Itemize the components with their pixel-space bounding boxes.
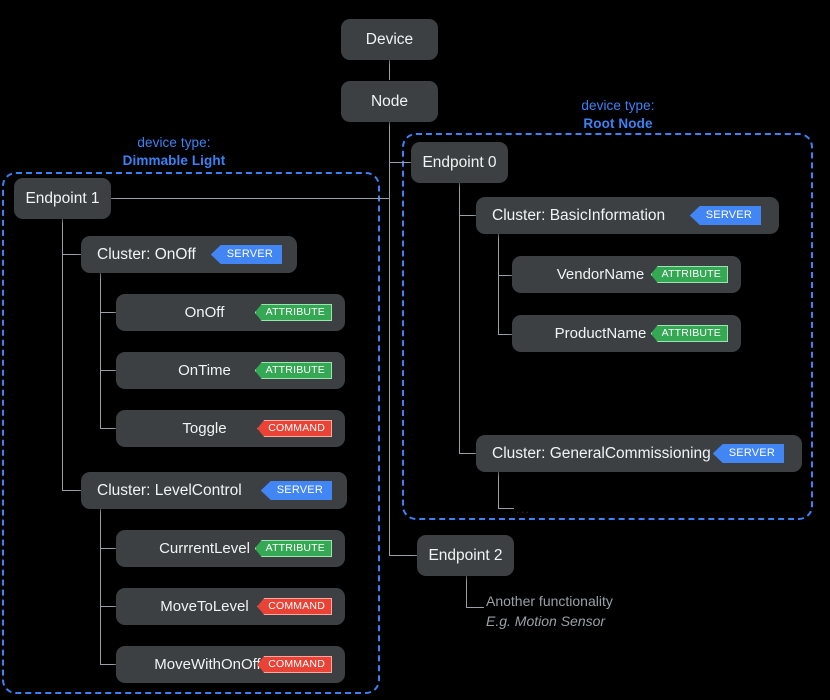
- attribute-label: OnOff: [184, 304, 225, 321]
- attribute-badge: ATTRIBUTE: [650, 266, 728, 283]
- node-box-device[interactable]: Device: [341, 19, 438, 60]
- badge-slot: ATTRIBUTE: [254, 540, 332, 557]
- cluster-box-levelcontrol[interactable]: Cluster: LevelControl SERVER: [81, 472, 347, 509]
- server-badge: SERVER: [689, 206, 761, 225]
- badge-slot: ATTRIBUTE: [650, 325, 728, 342]
- attribute-badge: ATTRIBUTE: [254, 540, 332, 557]
- endpoint-label: Endpoint 1: [25, 189, 100, 207]
- node-box-node[interactable]: Node: [341, 81, 438, 122]
- connector-node-trunk: [389, 121, 390, 555]
- attribute-box-vendorname[interactable]: VendorName ATTRIBUTE: [512, 256, 741, 293]
- connector-endpoint1-levelcontrol: [62, 490, 81, 491]
- attribute-badge: ATTRIBUTE: [650, 325, 728, 342]
- endpoint2-note-line1: Another functionality: [486, 593, 613, 609]
- attribute-label: OnTime: [178, 362, 231, 379]
- attribute-box-onoff[interactable]: OnOff ATTRIBUTE: [116, 294, 345, 331]
- connector-trunk-endpoint0: [389, 162, 412, 163]
- attribute-label: VendorName: [556, 266, 645, 283]
- badge-slot: ATTRIBUTE: [254, 362, 332, 379]
- badge-slot: ATTRIBUTE: [650, 266, 728, 283]
- device-type-caption-dimmable-light: device type: Dimmable Light: [96, 134, 252, 170]
- badge-slot: COMMAND: [257, 420, 332, 437]
- badge-slot: SERVER: [260, 481, 332, 500]
- device-type-name: Root Node: [583, 116, 653, 131]
- device-type-label: device type:: [137, 135, 211, 150]
- command-label: Toggle: [182, 420, 227, 437]
- connector-levelcontrol-child-1: [100, 606, 117, 607]
- connector-device-node: [389, 60, 390, 80]
- device-type-label: device type:: [581, 98, 655, 113]
- badge-slot: COMMAND: [257, 598, 332, 615]
- endpoint-box-endpoint-2[interactable]: Endpoint 2: [417, 535, 514, 576]
- node-label: Device: [365, 30, 414, 48]
- connector-levelcontrol-child-0: [100, 548, 117, 549]
- command-box-toggle[interactable]: Toggle COMMAND: [116, 410, 345, 447]
- connector-basicinfo-spine: [498, 233, 499, 334]
- connector-levelcontrol-child-2: [100, 664, 117, 665]
- connector-trunk-endpoint2: [389, 555, 417, 556]
- endpoint2-note: Another functionality E.g. Motion Sensor: [486, 591, 613, 631]
- connector-onoff-child-0: [100, 312, 117, 313]
- endpoint-box-endpoint-1[interactable]: Endpoint 1: [14, 178, 111, 219]
- attribute-badge: ATTRIBUTE: [254, 304, 332, 321]
- command-label: MoveWithOnOff: [154, 656, 261, 673]
- command-box-movewithonoff[interactable]: MoveWithOnOff COMMAND: [116, 646, 345, 683]
- badge-slot: SERVER: [689, 206, 761, 225]
- connector-basicinfo-child-1: [498, 334, 514, 335]
- command-badge: COMMAND: [257, 420, 332, 437]
- attribute-box-productname[interactable]: ProductName ATTRIBUTE: [512, 315, 741, 352]
- endpoint-box-endpoint-0[interactable]: Endpoint 0: [411, 142, 508, 183]
- server-badge: SERVER: [260, 481, 332, 500]
- endpoint-label: Endpoint 2: [428, 546, 503, 564]
- connector-generalcommissioning-spine: [498, 471, 499, 508]
- connector-generalcommissioning-more: [498, 508, 514, 509]
- connector-endpoint0-basicinfo: [459, 215, 477, 216]
- endpoint-label: Endpoint 0: [422, 153, 497, 171]
- cluster-label: Cluster: GeneralCommissioning: [492, 444, 711, 462]
- device-type-name: Dimmable Light: [122, 153, 226, 168]
- connector-levelcontrol-spine: [100, 508, 101, 664]
- cluster-label: Cluster: LevelControl: [97, 481, 242, 499]
- badge-slot: SERVER: [712, 444, 784, 463]
- cluster-label: Cluster: BasicInformation: [492, 206, 666, 224]
- attribute-label: CurrrentLevel: [159, 540, 250, 557]
- cluster-box-generalcommissioning[interactable]: Cluster: GeneralCommissioning SERVER: [476, 435, 802, 472]
- command-box-movetolevel[interactable]: MoveToLevel COMMAND: [116, 588, 345, 625]
- command-label: MoveToLevel: [160, 598, 249, 615]
- badge-slot: COMMAND: [257, 656, 332, 673]
- badge-slot: SERVER: [210, 245, 282, 264]
- connector-endpoint0-generalcommissioning: [459, 453, 477, 454]
- connector-endpoint0-spine: [459, 180, 460, 453]
- command-badge: COMMAND: [257, 656, 332, 673]
- attribute-badge: ATTRIBUTE: [254, 362, 332, 379]
- attribute-box-ontime[interactable]: OnTime ATTRIBUTE: [116, 352, 345, 389]
- endpoint2-note-line2: E.g. Motion Sensor: [486, 613, 606, 629]
- cluster-box-onoff[interactable]: Cluster: OnOff SERVER: [81, 236, 297, 273]
- connector-endpoint2-spine: [466, 573, 467, 607]
- connector-trunk-endpoint1: [111, 198, 390, 199]
- attribute-label: ProductName: [554, 325, 647, 342]
- server-badge: SERVER: [712, 444, 784, 463]
- connector-endpoint2-note: [466, 607, 484, 608]
- more-items-ellipsis: ...: [516, 501, 530, 516]
- attribute-box-currentlevel[interactable]: CurrrentLevel ATTRIBUTE: [116, 530, 345, 567]
- badge-slot: ATTRIBUTE: [254, 304, 332, 321]
- node-label: Node: [370, 92, 409, 110]
- connector-onoff-spine: [100, 272, 101, 428]
- server-badge: SERVER: [210, 245, 282, 264]
- cluster-label: Cluster: OnOff: [97, 245, 196, 263]
- connector-endpoint1-spine: [62, 216, 63, 490]
- connector-onoff-child-2: [100, 428, 117, 429]
- cluster-box-basicinformation[interactable]: Cluster: BasicInformation SERVER: [476, 197, 779, 234]
- command-badge: COMMAND: [257, 598, 332, 615]
- device-type-caption-root-node: device type: Root Node: [540, 97, 696, 133]
- connector-endpoint1-onoff: [62, 254, 81, 255]
- connector-onoff-child-1: [100, 370, 117, 371]
- connector-basicinfo-child-0: [498, 275, 514, 276]
